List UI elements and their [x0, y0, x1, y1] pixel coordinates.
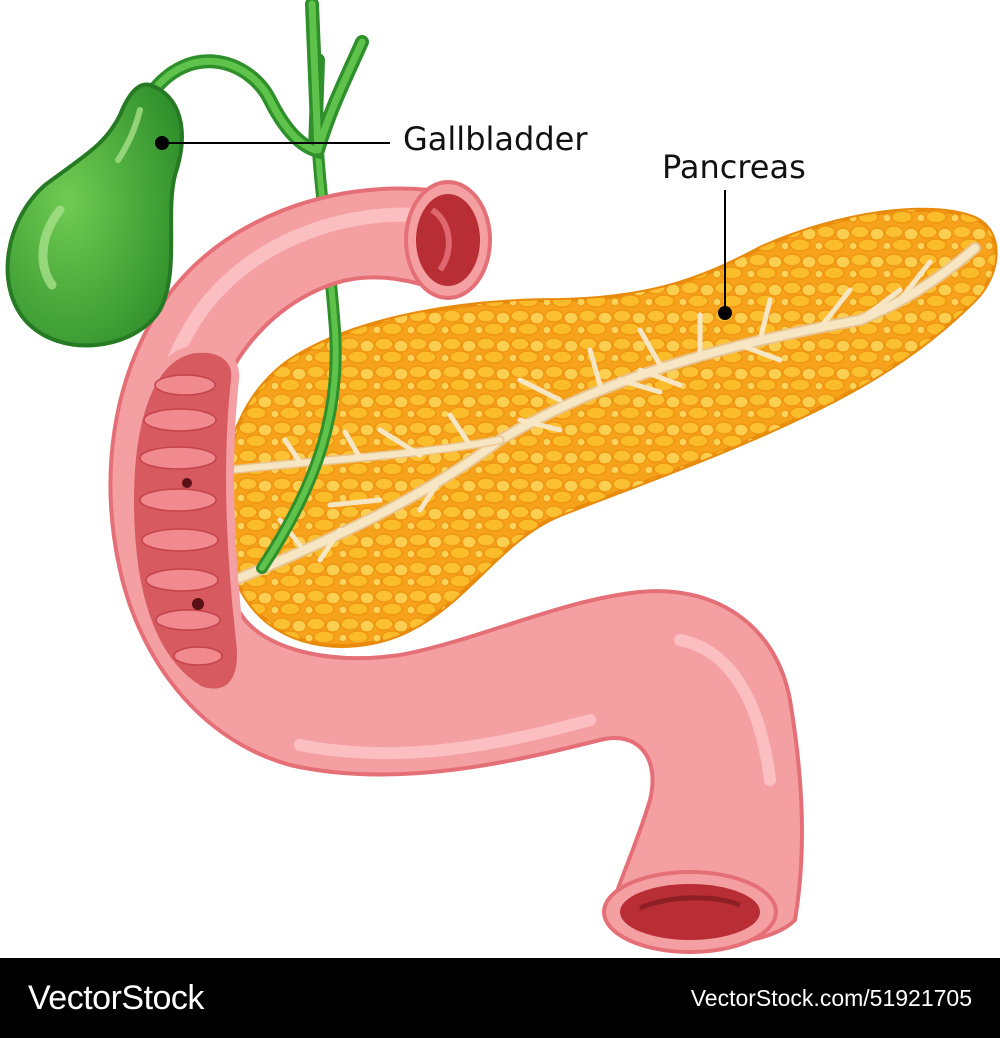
gallbladder — [5, 0, 369, 348]
anatomy-diagram: Gallbladder Pancreas — [5, 0, 998, 954]
gallbladder-callout: Gallbladder — [155, 120, 588, 158]
pancreas-label: Pancreas — [662, 148, 806, 186]
watermark-brand: VectorStock — [28, 978, 204, 1017]
gallbladder-label: Gallbladder — [403, 120, 588, 158]
gallbladder-sac — [5, 82, 184, 348]
pancreas-callout-dot — [718, 306, 732, 320]
watermark-reference: VectorStock.com/51921705 — [690, 984, 972, 1011]
pancreatic-duct — [225, 242, 981, 584]
watermark-bar: VectorStock VectorStock.com/51921705 — [0, 958, 1000, 1038]
pancreas-callout: Pancreas — [662, 148, 806, 320]
duodenum — [108, 180, 804, 954]
pancreas — [220, 207, 998, 648]
duodenum-interior — [125, 344, 245, 697]
pancreas-texture — [221, 209, 996, 647]
